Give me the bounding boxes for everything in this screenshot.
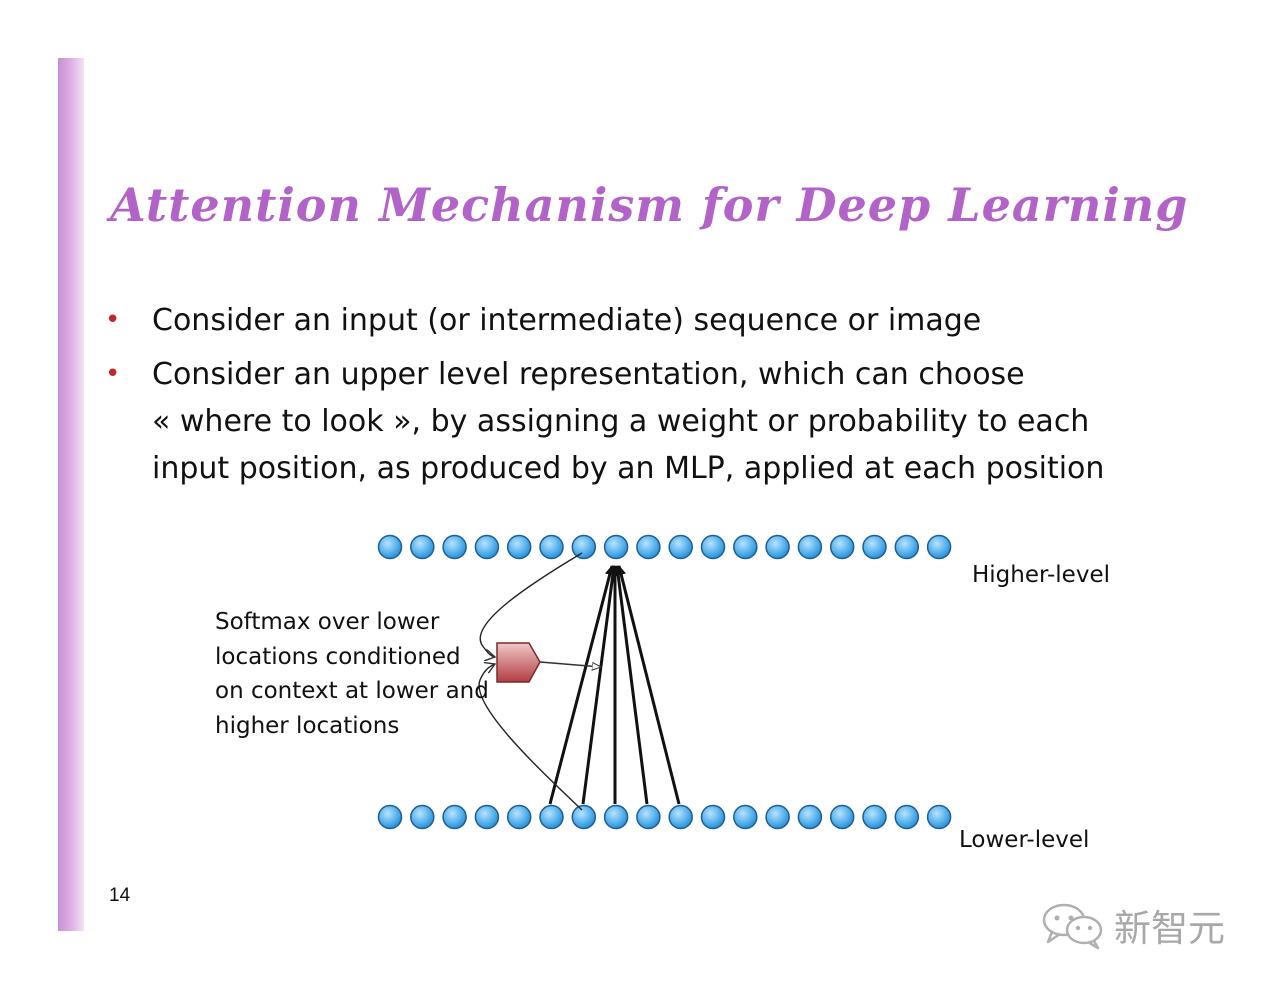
lower-level-node: [410, 804, 435, 830]
higher-level-label: Higher-level: [972, 562, 1110, 588]
lower-level-label: Lower-level: [959, 827, 1090, 853]
caption-line: higher locations: [215, 712, 400, 739]
lower-level-node: [862, 804, 887, 830]
higher-level-node: [539, 534, 564, 560]
wechat-icon: [1042, 903, 1103, 950]
bullet-line: Consider an input (or intermediate) sequ…: [152, 303, 982, 338]
higher-level-node: [377, 534, 403, 560]
lower-level-node: [797, 804, 823, 830]
bullet-marker: •: [105, 359, 121, 389]
watermark: 新智元: [1040, 898, 1225, 952]
lower-level-node: [442, 804, 467, 830]
higher-level-node: [894, 534, 920, 560]
softmax-unit-icon: [496, 642, 541, 683]
higher-level-node: [700, 534, 726, 560]
higher-level-node: [829, 534, 855, 560]
higher-level-node: [603, 534, 629, 560]
higher-level-node: [571, 534, 597, 560]
slide-title: Attention Mechanism for Deep Learning: [110, 178, 1189, 232]
watermark-text: 新智元: [1114, 907, 1225, 950]
bullet-item: • Consider an input (or intermediate) se…: [105, 297, 1185, 344]
softmax-output-arrow: [539, 661, 601, 667]
caption-line: Softmax over lower: [215, 609, 440, 635]
higher-level-node: [668, 534, 693, 560]
lower-level-node: [894, 804, 920, 830]
higher-level-node: [733, 534, 758, 560]
lower-level-node: [829, 804, 855, 830]
lower-level-node: [603, 804, 629, 830]
higher-level-node: [410, 534, 435, 560]
higher-level-node-row: [377, 534, 952, 560]
bullet-line: « where to look », by assigning a weight…: [152, 404, 1090, 439]
lower-level-node: [506, 804, 532, 830]
lower-level-node: [668, 804, 693, 830]
softmax-caption: Softmax over lower locations conditioned…: [215, 605, 489, 743]
higher-level-node: [636, 534, 661, 560]
attention-lines: [548, 565, 681, 805]
higher-level-node: [474, 534, 500, 560]
attention-line: [616, 565, 681, 805]
higher-level-node: [926, 534, 952, 560]
lower-level-node: [571, 804, 597, 830]
attention-line: [548, 565, 615, 805]
lower-level-node-row: [377, 804, 952, 830]
lower-level-node: [636, 804, 661, 830]
lower-level-node: [926, 804, 952, 830]
attention-line: [613, 565, 649, 805]
higher-level-node: [765, 534, 790, 560]
caption-line: locations conditioned: [215, 643, 461, 670]
lower-level-node: [474, 804, 500, 830]
bullet-line: Consider an upper level representation, …: [152, 357, 1025, 392]
slide-number: 14: [109, 885, 131, 906]
lower-level-node: [700, 804, 726, 830]
lower-level-node: [733, 804, 758, 830]
bullet-marker: •: [105, 305, 121, 335]
lower-level-node: [377, 804, 403, 830]
bullet-item: • Consider an upper level representation…: [105, 351, 1185, 492]
attention-line: [581, 565, 618, 805]
lower-level-node: [539, 804, 564, 830]
left-accent-bar: [58, 58, 84, 931]
caption-line: on context at lower and: [215, 678, 489, 704]
higher-level-node: [797, 534, 823, 560]
higher-level-node: [442, 534, 467, 560]
higher-context-arrow: [479, 552, 583, 657]
higher-level-node: [506, 534, 532, 560]
bullet-line: input position, as produced by an MLP, a…: [152, 451, 1105, 486]
lower-context-arrow: [478, 664, 583, 811]
higher-level-node: [862, 534, 887, 560]
lower-level-node: [765, 804, 790, 830]
